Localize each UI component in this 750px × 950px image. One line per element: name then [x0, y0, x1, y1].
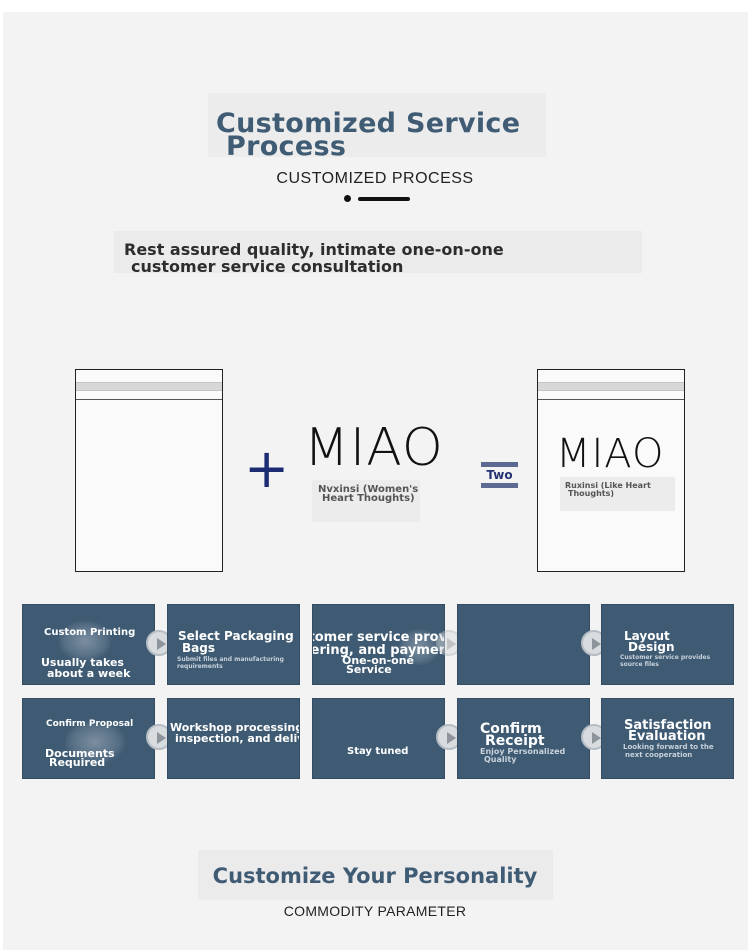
smoke-decoration	[59, 621, 111, 661]
tagline-backdrop	[114, 231, 642, 273]
equals-sign: Two	[481, 462, 518, 488]
step-title: Confirm	[480, 721, 542, 737]
step-confirm-proposal: Confirm Proposal Documents Required	[22, 698, 155, 779]
plus-sign: +	[244, 437, 290, 500]
step-sub-line2: about a week	[47, 667, 131, 680]
step-workshop: Workshop processing, production, warehou…	[167, 698, 300, 779]
logo-caption-line2: Heart Thoughts)	[322, 493, 415, 504]
step-small-line1: Customer service provides	[620, 654, 711, 661]
miao-logo: MIAO	[304, 418, 444, 478]
title-backdrop	[208, 93, 546, 157]
step-title: Confirm Proposal	[46, 719, 134, 729]
footer-title: Customize Your Personality	[212, 864, 538, 888]
miao-logo-on-bag: MIAO	[556, 431, 665, 477]
step-title-line2: Evaluation	[628, 729, 706, 744]
bag-seal-strip	[76, 382, 222, 391]
step-blank	[457, 604, 590, 685]
step-title-line2: Receipt	[485, 733, 545, 749]
footer-title-backdrop	[198, 850, 553, 900]
step-small-line2: source files	[620, 661, 659, 668]
step-title-line2: Bags	[182, 641, 215, 655]
step-sub-line1: Stay tuned	[347, 746, 409, 757]
step-title: Custom Printing	[44, 627, 136, 638]
blank-bag-image	[75, 369, 223, 572]
bag-caption-line1: Ruxinsi (Like Heart	[565, 481, 651, 490]
step-small-line2: next cooperation	[625, 751, 693, 759]
step-small-line1: Looking forward to the	[623, 743, 714, 751]
equals-label: Two	[486, 468, 513, 482]
page-title-line1: Customized Service	[216, 108, 521, 139]
bag-zip-line	[538, 399, 684, 400]
smoke-decoration	[65, 721, 125, 763]
step-small-line2: Quality	[484, 755, 517, 764]
step-select-bags: Select Packaging Bags Submit files and m…	[167, 604, 300, 685]
step-sub-line1: Usually takes	[41, 656, 124, 669]
step-quotation: Customer service provides quotation, ord…	[312, 604, 445, 685]
bag-seal-strip	[538, 382, 684, 391]
tagline-line2: customer service consultation	[131, 257, 404, 276]
step-stay-tuned: Stay tuned	[312, 698, 445, 779]
step-title-line2: ordering, and payment	[313, 643, 444, 658]
step-confirm-receipt: Confirm Receipt Enjoy Personalized Quali…	[457, 698, 590, 779]
bag-caption-backdrop	[560, 477, 675, 511]
smoke-decoration	[399, 629, 439, 665]
bag-caption-line2: Thoughts)	[568, 489, 615, 498]
step-custom-printing: Custom Printing Usually takes about a we…	[22, 604, 155, 685]
step-sub-line1: One-on-one	[342, 654, 415, 667]
step-title: Workshop processing, production, warehou…	[170, 721, 299, 734]
step-title-line2: inspection, and delivery	[175, 732, 299, 745]
step-title: Select Packaging	[178, 629, 294, 643]
step-small-text: Submit files and manufacturing requireme…	[177, 656, 284, 670]
step-title-line2: Design	[628, 640, 675, 654]
step-sub-line1: Documents	[45, 747, 115, 760]
step-title: Customer service provides quotation,	[313, 630, 445, 645]
page-subtitle: CUSTOMIZED PROCESS	[276, 170, 474, 187]
step-layout-design: Layout Design Customer service provides …	[601, 604, 734, 685]
tagline-line1: Rest assured quality, intimate one-on-on…	[124, 240, 504, 259]
step-satisfaction: Satisfaction Evaluation Looking forward …	[601, 698, 734, 779]
divider-dot	[344, 195, 351, 202]
logo-caption-line1: Nvxinsi (Women's	[318, 484, 419, 495]
divider-dash	[358, 197, 410, 201]
equals-bar-bottom	[481, 483, 518, 488]
printed-bag-image: MIAO Ruxinsi (Like Heart Thoughts)	[537, 369, 685, 572]
step-title: Satisfaction	[624, 718, 712, 733]
step-title: Layout	[624, 629, 670, 643]
logo-caption-backdrop	[312, 480, 420, 522]
step-small-line1: Enjoy Personalized	[480, 747, 566, 756]
footer-subtitle: COMMODITY PARAMETER	[283, 903, 467, 919]
step-sub-line2: Service	[346, 663, 392, 676]
equals-bar-top	[481, 462, 518, 467]
step-sub-line2: Required	[49, 756, 106, 769]
bag-zip-line	[76, 399, 222, 400]
page-title-line2: Process	[226, 131, 347, 162]
